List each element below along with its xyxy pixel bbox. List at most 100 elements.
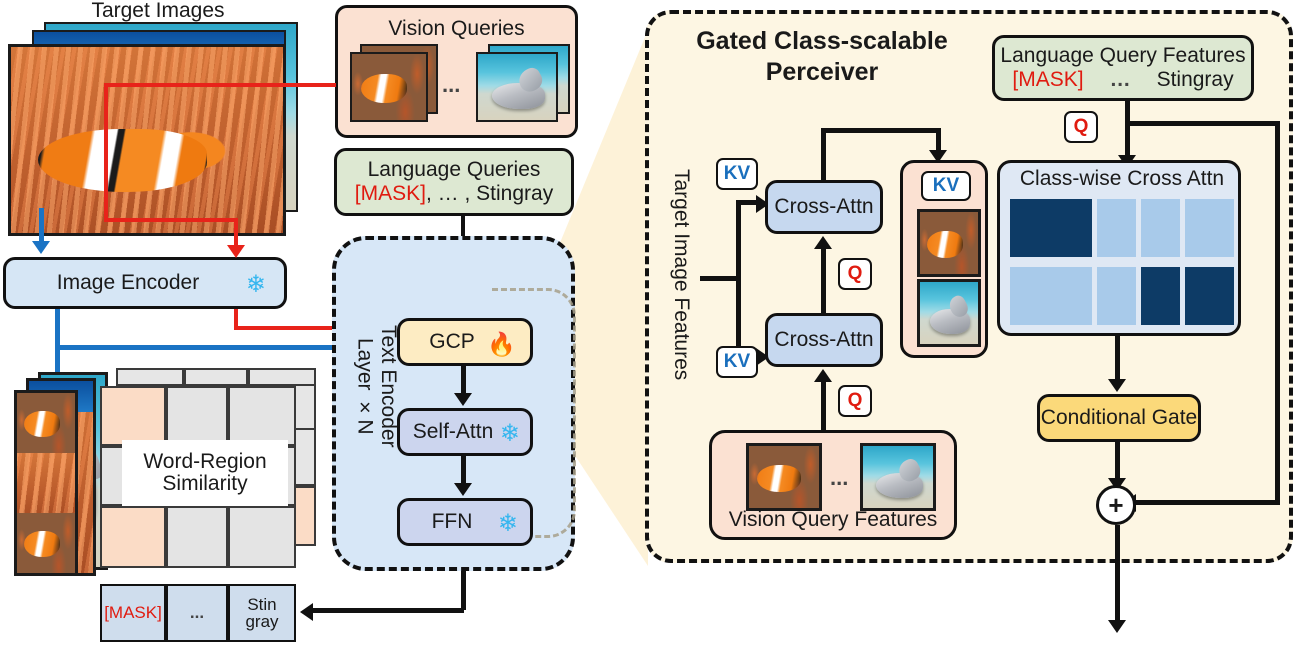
- image-encoder-box: Image Encoder ❄: [3, 257, 287, 309]
- gcp-to-selfattn-arrowhead: [454, 393, 472, 406]
- tif-stem: [700, 276, 740, 281]
- similarity-label: Word-Region Similarity: [122, 440, 288, 506]
- vqf-to-ca-arrowhead: [814, 369, 832, 382]
- tif-top-h: [736, 200, 760, 205]
- selfattn-to-ffn-arrowhead: [454, 483, 472, 496]
- vq-red-v2: [234, 218, 238, 248]
- cross-attn-top-box[interactable]: Cross-Attn: [765, 180, 883, 234]
- ca-bottom-to-top-line: [821, 248, 826, 314]
- tif-vbar: [736, 200, 741, 358]
- language-queries-title: Language Queries: [367, 158, 541, 182]
- ca-bottom-to-top-arrowhead: [814, 236, 832, 249]
- kv-tag-top: KV: [716, 158, 758, 190]
- encoder-red-h: [234, 326, 390, 330]
- word-region-similarity-matrix: Word-Region Similarity: [100, 368, 320, 573]
- vqf-to-ca-line: [821, 381, 826, 433]
- flame-icon: 🔥: [487, 331, 516, 357]
- mask-token: [MASK]: [1012, 68, 1084, 91]
- self-attn-label: Self-Attn: [412, 419, 494, 443]
- heatmap-cell: [1185, 199, 1234, 257]
- kv-image-ray: [917, 279, 981, 347]
- ffn-box[interactable]: FFN ❄: [397, 498, 533, 546]
- target-image-features-label: Target Image Features: [670, 169, 693, 381]
- word-cell-ellipsis: ...: [166, 584, 228, 642]
- target-images-stack: [4, 22, 304, 236]
- plus-out-line: [1115, 525, 1120, 623]
- text-encoder-label: Text Encoder Layer ×N: [353, 324, 400, 448]
- word-cell-stingray: Stin gray: [228, 584, 296, 642]
- ffn-out-h: [312, 608, 464, 613]
- class-wise-cross-attn-title: Class-wise Cross Attn: [1019, 167, 1225, 190]
- word-row: [MASK] ... Stin gray: [100, 584, 296, 642]
- vision-query-features-box: ... Vision Query Features: [709, 430, 957, 540]
- word-cell-mask: [MASK]: [100, 584, 166, 642]
- text-encoder-inner-dash: [492, 288, 576, 538]
- target-image-front: [8, 44, 286, 236]
- vision-queries-box: Vision Queries ...: [335, 5, 578, 138]
- heatmap-cell: [1097, 267, 1136, 325]
- target-images-title: Target Images: [91, 0, 225, 22]
- region-images-stack: [14, 372, 114, 576]
- vq-ray-front: [476, 52, 558, 123]
- gcp-to-selfattn-line: [461, 366, 466, 396]
- ca-top-out-v: [821, 128, 826, 182]
- self-attn-box[interactable]: Self-Attn ❄: [397, 408, 533, 456]
- vqf-ray: [860, 442, 936, 511]
- q-tag-top-crossattn: Q: [838, 258, 872, 290]
- ca-top-out-arrowhead: [929, 150, 947, 163]
- class-wise-cross-attn-box: Class-wise Cross Attn: [997, 160, 1241, 336]
- heatmap-cell: [1010, 199, 1092, 257]
- vqf-clown: [746, 442, 822, 511]
- ffn-label: FFN: [431, 509, 473, 533]
- language-queries-tokens: [MASK], … , Stingray: [354, 181, 554, 205]
- encoder-down-line: [55, 309, 60, 375]
- image-encoder-label: Image Encoder: [56, 270, 200, 294]
- snowflake-icon: ❄: [245, 271, 266, 298]
- cross-attn-bottom-box[interactable]: Cross-Attn: [765, 313, 883, 367]
- gate-to-plus-line: [1115, 442, 1120, 484]
- vision-query-features-label: Vision Query Features: [728, 507, 938, 531]
- heatmap-cell: [1141, 267, 1180, 325]
- vq-clown-front: [350, 52, 428, 123]
- lqf-down-line: [1125, 101, 1130, 159]
- kv-tag-image-column: KV: [921, 171, 971, 201]
- language-queries-box: Language Queries [MASK], … , Stingray: [334, 148, 574, 216]
- lqf-residual-h: [1125, 121, 1280, 126]
- snowflake-icon: ❄: [497, 510, 518, 537]
- images-to-encoder-arrowhead: [32, 241, 50, 254]
- lqf-residual-h2: [1135, 500, 1280, 505]
- cwca-to-gate-line: [1115, 336, 1120, 382]
- lqf-title: Language Query Features: [1000, 43, 1246, 67]
- gcp-detail-title: Gated Class-scalable Perceiver: [696, 27, 948, 87]
- mask-token: [MASK]: [354, 181, 426, 205]
- conditional-gate-box[interactable]: Conditional Gate: [1037, 394, 1201, 442]
- snowflake-icon: ❄: [499, 420, 520, 447]
- lqf-residual-v: [1275, 121, 1280, 503]
- encoder-red-v: [234, 309, 238, 330]
- ca-top-out-h: [821, 128, 940, 133]
- vqf-ellipsis: ...: [830, 464, 849, 490]
- encoder-to-gcp-h: [55, 345, 390, 350]
- images-to-encoder-line: [39, 208, 44, 244]
- kv-tag-bottom: KV: [716, 346, 758, 378]
- plus-out-arrowhead: [1108, 620, 1126, 633]
- heatmap-cell: [1010, 267, 1092, 325]
- word-row-arrowhead: [300, 603, 313, 621]
- kv-image-clown: [917, 209, 981, 277]
- heatmap-cell: [1185, 267, 1234, 325]
- ca-top-out-v2: [936, 128, 941, 154]
- region-image-front: [14, 390, 78, 576]
- vision-queries-title: Vision Queries: [388, 16, 525, 40]
- language-query-features-box: Language Query Features [MASK] … Stingra…: [992, 35, 1254, 101]
- cwca-to-gate-arrowhead: [1108, 379, 1126, 392]
- vq-red-arrowhead: [227, 245, 245, 258]
- vq-red-h1: [104, 83, 336, 87]
- q-tag-bottom-crossattn: Q: [838, 385, 872, 417]
- attention-heatmap: [1010, 199, 1234, 325]
- lqf-tokens: [MASK] … Stingray: [1012, 68, 1234, 91]
- q-tag-lqf: Q: [1064, 111, 1098, 143]
- selfattn-to-ffn-line: [461, 456, 466, 486]
- gcp-box[interactable]: GCP 🔥: [397, 318, 533, 366]
- kv-image-column: KV: [900, 160, 988, 358]
- heatmap-cell: [1141, 199, 1180, 257]
